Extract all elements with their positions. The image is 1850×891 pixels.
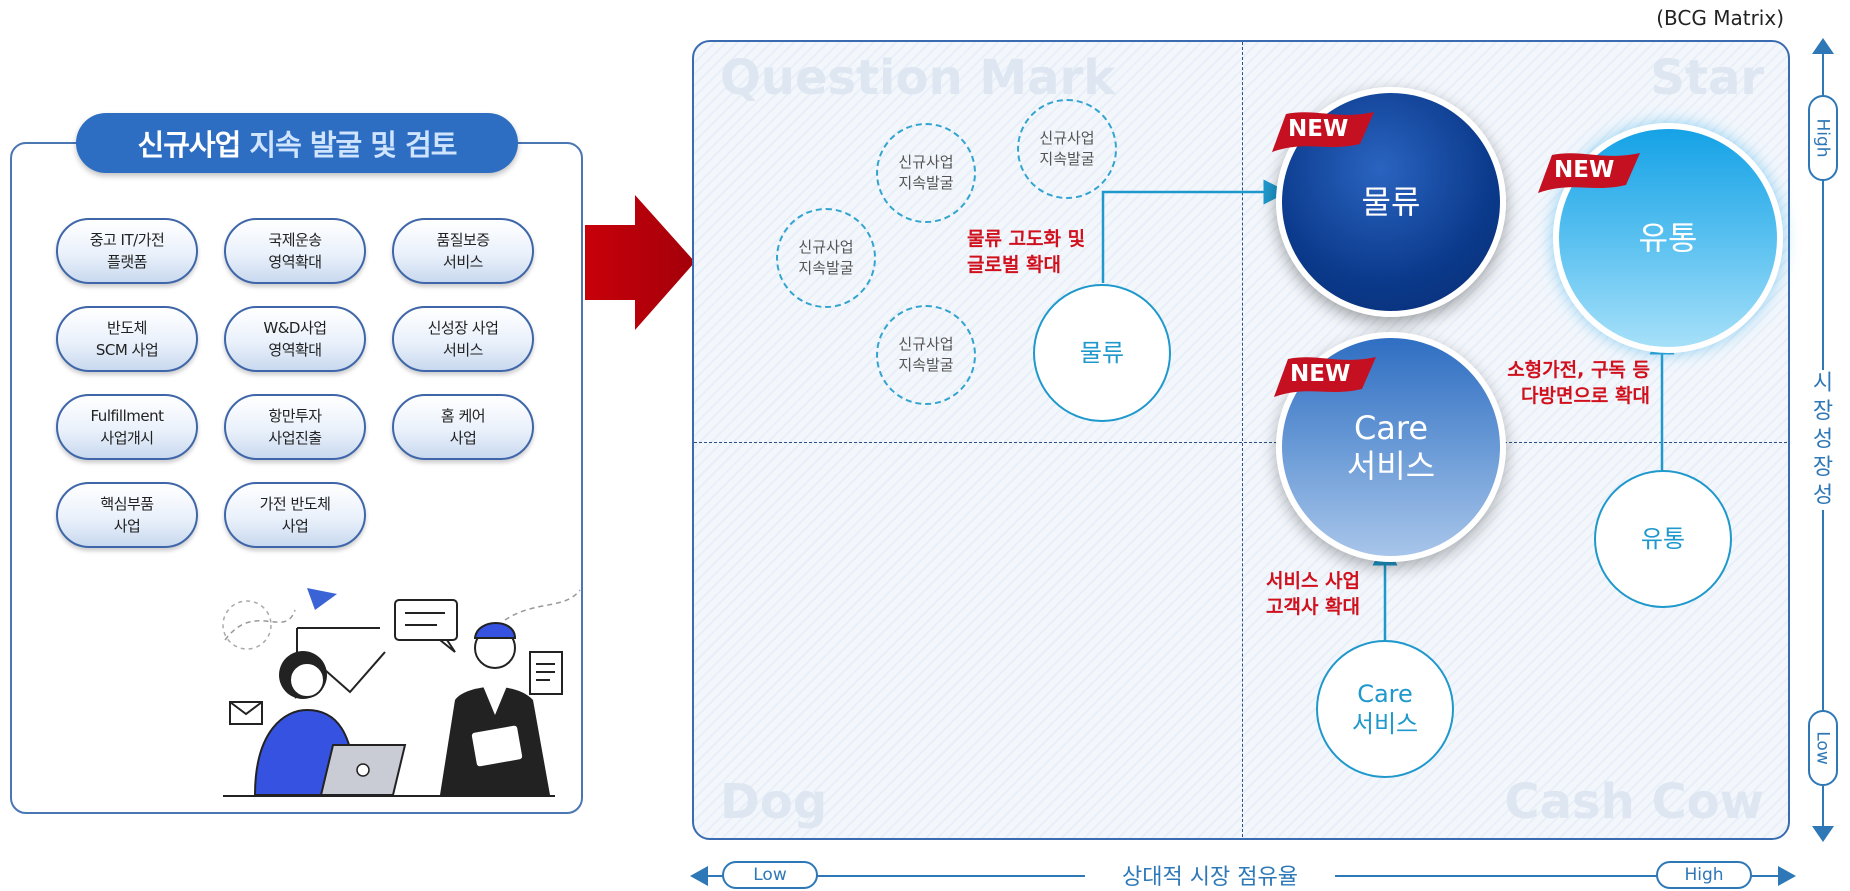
title-highlight: 지속 발굴 및 검토 — [249, 128, 457, 162]
envelope-icon — [229, 701, 263, 725]
business-item: W&D사업 영역확대 — [224, 306, 366, 372]
horizontal-divider — [694, 442, 1788, 443]
x-axis-title: 상대적 시장 점유율 — [1085, 859, 1335, 890]
y-axis-low-label: Low — [1813, 731, 1834, 765]
business-item: Fulfillment 사업개시 — [56, 394, 198, 460]
logistics-annotation: 물류 고도화 및 글로벌 확대 — [967, 228, 1086, 276]
discovery-circle: 신규사업 지속발굴 — [876, 123, 976, 223]
x-axis-high-pill: High — [1656, 861, 1752, 889]
y-axis-high-pill: High — [1808, 95, 1838, 181]
y-axis-high-label: High — [1813, 118, 1834, 158]
meeting-illustration — [222, 588, 581, 797]
x-axis-high-label: High — [1684, 865, 1724, 885]
speech-bubble-icon — [394, 599, 458, 653]
new-business-title: 신규사업 지속 발굴 및 검토 — [76, 113, 518, 173]
y-axis-down-arrow-icon — [1812, 826, 1834, 842]
current-logistics-circle: 물류 — [1033, 284, 1171, 422]
bcg-matrix-label: (BCG Matrix) — [1656, 6, 1784, 30]
x-axis-right-arrow-icon — [1778, 866, 1796, 886]
y-axis-title-char: 장 — [1812, 399, 1834, 424]
business-item: 핵심부품 사업 — [56, 482, 198, 548]
title-main: 신규사업 — [137, 128, 242, 162]
current-distribution-circle: 유통 — [1594, 470, 1732, 608]
quadrant-question-mark: Question Mark — [720, 50, 1116, 106]
x-axis-low-label: Low — [753, 865, 787, 885]
discovery-circle: 신규사업 지속발굴 — [1017, 99, 1117, 199]
business-item: 항만투자 사업진출 — [224, 394, 366, 460]
new-badge-care: NEW — [1268, 351, 1380, 405]
business-item: 국제운송 영역확대 — [224, 218, 366, 284]
y-axis-low-pill: Low — [1808, 710, 1838, 786]
new-badge-distribution: NEW — [1532, 147, 1644, 201]
paper-plane-icon — [307, 588, 337, 610]
discovery-circle: 신규사업 지속발굴 — [876, 305, 976, 405]
y-axis-title-char: 성 — [1812, 483, 1834, 508]
business-item: 홈 케어 사업 — [392, 394, 534, 460]
y-axis-title-char: 성 — [1812, 427, 1834, 452]
new-badge-text: NEW — [1288, 116, 1349, 142]
x-axis-left-arrow-icon — [690, 866, 708, 886]
document-icon — [529, 651, 563, 695]
distribution-annotation: 소형가전, 구독 등 다방면으로 확대 — [1507, 359, 1650, 407]
y-axis-title-char: 시 — [1812, 371, 1834, 396]
business-item: 신성장 사업 서비스 — [392, 306, 534, 372]
man-figure — [440, 622, 550, 795]
vertical-divider — [1242, 42, 1243, 838]
quadrant-dog: Dog — [720, 774, 828, 830]
business-item: 가전 반도체 사업 — [224, 482, 366, 548]
transition-arrow — [585, 195, 695, 330]
business-item: 반도체 SCM 사업 — [56, 306, 198, 372]
new-badge-logistics: NEW — [1266, 106, 1378, 160]
business-item: 중고 IT/가전 플랫폼 — [56, 218, 198, 284]
y-axis-up-arrow-icon — [1812, 38, 1834, 54]
new-badge-text: NEW — [1290, 361, 1351, 387]
care-annotation: 서비스 사업 고객사 확대 — [1266, 570, 1361, 618]
quadrant-star: Star — [1650, 50, 1764, 106]
x-axis-low-pill: Low — [722, 861, 818, 889]
y-axis-title-char: 장 — [1812, 455, 1834, 480]
discovery-circle: 신규사업 지속발굴 — [776, 208, 876, 308]
current-care-circle: Care 서비스 — [1316, 640, 1454, 778]
new-badge-text: NEW — [1554, 157, 1615, 183]
quadrant-cash-cow: Cash Cow — [1504, 774, 1764, 830]
y-axis-title: 시 장 성 장 성 — [1805, 370, 1841, 510]
logistics-growth-arrow — [1101, 179, 1289, 283]
business-item: 품질보증 서비스 — [392, 218, 534, 284]
